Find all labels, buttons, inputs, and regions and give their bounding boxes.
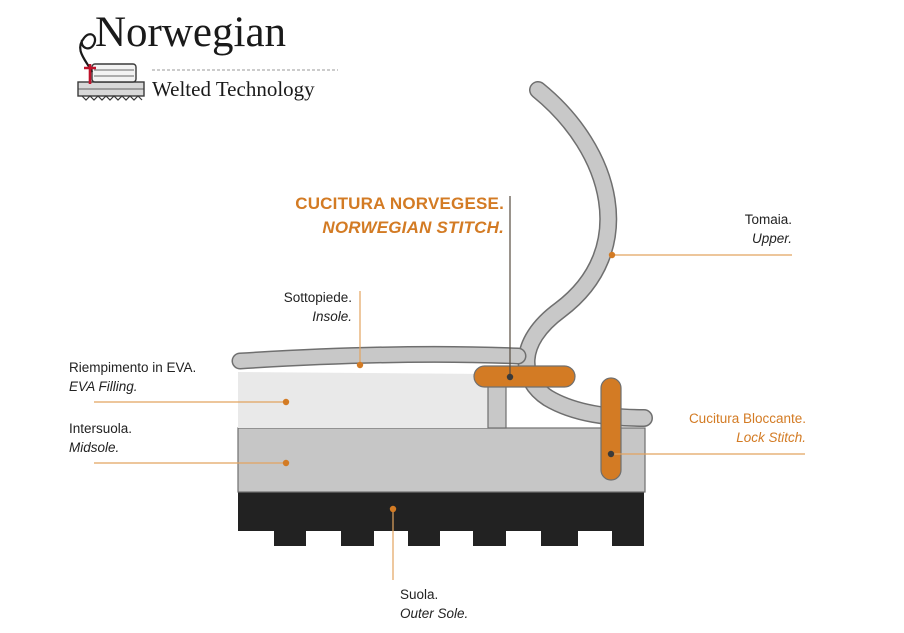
label-upper: Tomaia. Upper. xyxy=(690,210,792,248)
label-midsole-en: Midsole. xyxy=(69,440,120,455)
label-outer-sole-it: Suola. xyxy=(400,587,439,602)
label-insole-en: Insole. xyxy=(312,309,352,324)
stitch-post-shape xyxy=(487,383,507,429)
label-insole-it: Sottopiede. xyxy=(283,290,352,305)
label-midsole: Intersuola. Midsole. xyxy=(69,419,132,457)
label-eva-filling-en: EVA Filling. xyxy=(69,379,138,394)
eva-filling-shape xyxy=(238,372,488,428)
label-lock-stitch-en: Lock Stitch. xyxy=(736,430,806,445)
anchor-dots xyxy=(282,251,616,513)
label-midsole-it: Intersuola. xyxy=(69,421,133,436)
norwegian-stitch-shape xyxy=(473,365,576,388)
label-eva-filling-it: Riempimento in EVA. xyxy=(69,360,197,375)
logo-subtitle: Welted Technology xyxy=(152,77,315,101)
insole-shape xyxy=(233,347,525,368)
label-upper-it: Tomaia. xyxy=(744,212,792,227)
label-outer-sole-en: Outer Sole. xyxy=(400,606,469,621)
lock-stitch-shape xyxy=(600,377,622,481)
logo-icon xyxy=(77,33,338,101)
label-lock-stitch-it: Cucitura Bloccante. xyxy=(688,411,806,426)
label-eva-filling: Riempimento in EVA. EVA Filling. xyxy=(69,358,196,396)
label-lock-stitch: Cucitura Bloccante. Lock Stitch. xyxy=(662,409,806,447)
midsole-shape xyxy=(237,427,646,493)
upper-shape xyxy=(519,82,652,426)
outer-sole-shape xyxy=(238,492,644,546)
label-norwegian-stitch-en: NORWEGIAN STITCH. xyxy=(322,218,504,237)
label-upper-en: Upper. xyxy=(751,231,792,246)
label-norwegian-stitch: CUCITURA NORVEGESE. NORWEGIAN STITCH. xyxy=(250,192,504,240)
label-insole: Sottopiede. Insole. xyxy=(240,288,352,326)
label-outer-sole: Suola. Outer Sole. xyxy=(400,585,468,623)
logo-title: Norwegian xyxy=(95,9,287,56)
label-norwegian-stitch-it: CUCITURA NORVEGESE. xyxy=(295,194,504,213)
